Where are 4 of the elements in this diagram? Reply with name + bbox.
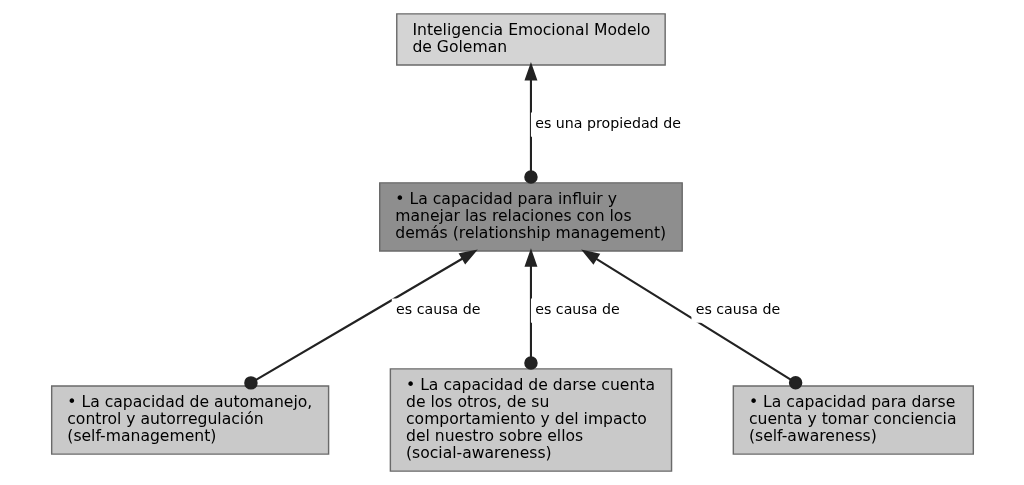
edge-label: es causa de (395, 301, 481, 318)
edge-label: es causa de (695, 301, 780, 318)
edge-label: es causa de (534, 301, 620, 318)
edge-label: es una propiedad de (534, 115, 681, 132)
